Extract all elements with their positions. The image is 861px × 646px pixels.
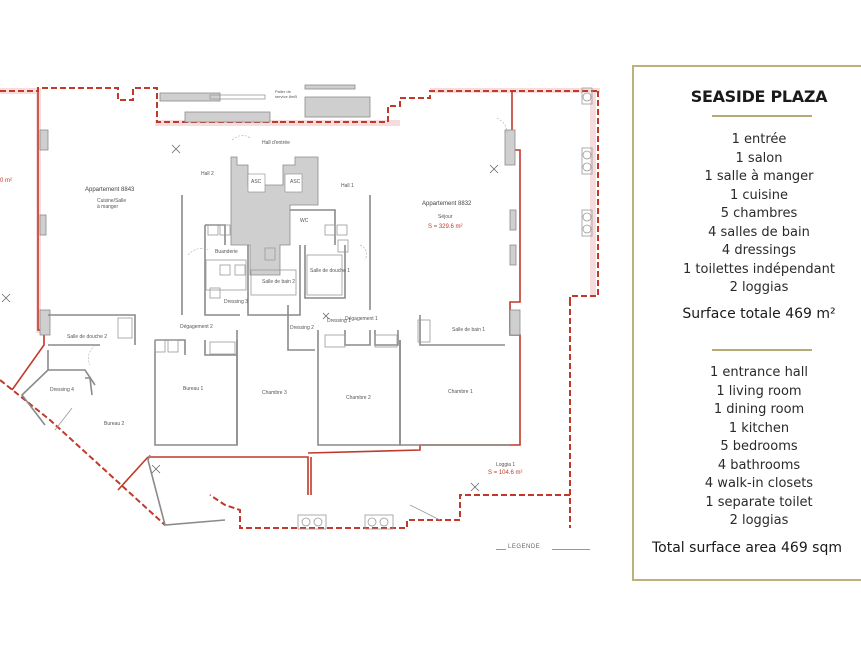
room-label-salle-douche-2: Salle de douche 2 [67, 334, 108, 340]
french-item: 1 cuisine [729, 187, 789, 203]
area-label-left-partial: 0 m² [0, 178, 12, 184]
room-label-asc-2: ASC [290, 179, 301, 185]
english-item: 2 loggias [729, 513, 789, 528]
english-item: 1 separate toilet [705, 494, 813, 510]
english-item: 1 living room [716, 383, 802, 399]
french-room-list: 1 entrée 1 salon 1 salle à manger 1 cuis… [634, 131, 861, 298]
room-label-sejour: Séjour [438, 214, 453, 220]
room-label-degagement-1: Dégagement 1 [345, 316, 378, 322]
room-label-hall-1: Hall 1 [341, 183, 354, 189]
room-label-bureau-2: Bureau 2 [104, 421, 125, 427]
legend-rule-left [496, 549, 506, 550]
room-label-dressing-3: Dressing 3 [224, 299, 248, 305]
french-item: 1 entrée [731, 132, 787, 147]
room-label-salle-bain-1: Salle de bain 1 [452, 327, 486, 333]
room-label-apt-8843: Appartement 8843 [85, 187, 135, 193]
english-room-list: 1 entrance hall 1 living room 1 dining r… [634, 364, 861, 531]
floor-plan: .wall { fill:#cfcfcf; stroke:#8a8a8a; st… [0, 84, 600, 550]
english-item: 5 bedrooms [720, 439, 798, 454]
title-divider [712, 115, 812, 117]
room-label-degagement-2: Dégagement 2 [180, 324, 213, 330]
room-label-chambre-2: Chambre 2 [346, 395, 371, 401]
property-info-panel: SEASIDE PLAZA 1 entrée 1 salon 1 salle à… [632, 65, 861, 581]
french-item: 1 salle à manger [704, 169, 814, 184]
room-label-dressing-2: Dressing 2 [290, 325, 314, 331]
room-label-wc: WC [300, 218, 309, 224]
room-label-chambre-1: Chambre 1 [448, 389, 473, 395]
room-label-kitchen-dining: Cuisine/Salle à manger [97, 198, 127, 210]
room-label-dressing-1: Dressing 1 [327, 318, 351, 324]
property-title: SEASIDE PLAZA [690, 87, 828, 106]
room-label-chambre-3: Chambre 3 [262, 390, 287, 396]
french-item: 5 chambres [720, 206, 798, 221]
french-item: 1 salon [735, 150, 783, 166]
french-item: 1 toilettes indépendant [683, 261, 835, 277]
room-label-apt-8832: Appartement 8832 [422, 201, 472, 207]
floor-plan-drawing: .wall { fill:#cfcfcf; stroke:#8a8a8a; st… [0, 84, 600, 530]
english-item: 1 entrance hall [710, 365, 808, 380]
room-label-hall-2: Hall 2 [201, 171, 214, 177]
section-divider [712, 349, 812, 351]
legend-title: LEGENDE [508, 544, 541, 550]
room-label-salle-bain-2: Salle de bain 2 [262, 279, 296, 285]
english-item: 4 walk-in closets [704, 476, 814, 491]
room-label-hall-entree: Hall d'entrée [262, 140, 290, 146]
room-label-palier-service: Palier de service 8mB [275, 89, 298, 99]
french-item: 4 salles de bain [708, 224, 810, 240]
english-item: 4 bathrooms [717, 457, 801, 473]
room-label-loggia-1: Loggia 1 [496, 462, 516, 468]
room-label-bureau-1: Bureau 1 [183, 386, 204, 392]
french-total-surface: Surface totale 469 m² [682, 306, 836, 322]
area-label-apt-8832: S = 329.6 m² [428, 224, 463, 230]
legend-rule-right [552, 549, 590, 550]
room-label-salle-douche-1: Salle de douche 1 [310, 268, 351, 274]
english-total-surface: Total surface area 469 sqm [652, 540, 842, 556]
room-label-buanderie: Buanderie [215, 249, 238, 255]
room-label-asc-1: ASC [251, 179, 262, 185]
french-item: 4 dressings [721, 243, 797, 258]
english-item: 1 dining room [713, 402, 805, 417]
room-label-dressing-4: Dressing 4 [50, 387, 74, 393]
french-item: 2 loggias [729, 280, 789, 295]
area-label-loggia-1: S = 104.6 m² [488, 470, 523, 476]
english-item: 1 kitchen [728, 420, 790, 436]
